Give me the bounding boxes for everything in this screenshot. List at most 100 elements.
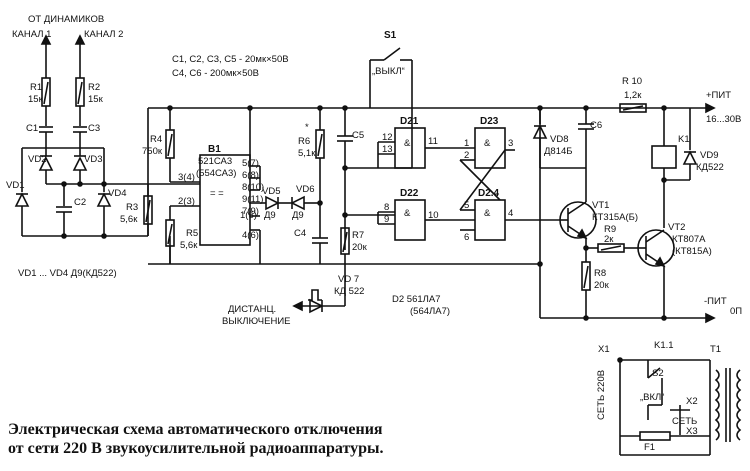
s1-switch — [369, 47, 413, 169]
pin-b1-2: 2(3) — [178, 196, 195, 207]
label-r6: R6 — [298, 136, 310, 147]
pin-d22-10: 10 — [428, 210, 439, 221]
label-r7-value: 20к — [352, 242, 368, 253]
label-r4: R4 — [150, 134, 162, 145]
label-vd5: VD5 — [262, 186, 280, 197]
diagram-caption: Электрическая схема автоматического откл… — [8, 420, 498, 458]
label-pwr-plus: +ПИТ — [706, 90, 731, 101]
label-b1-alt: (554СА3) — [196, 168, 236, 179]
label-r3-value: 5,6к — [120, 214, 138, 225]
label-r5: R5 — [186, 228, 198, 239]
pin-b1-1: 1(5) — [240, 210, 257, 221]
label-pwr-minus: -ПИТ — [704, 296, 727, 307]
vd8-c6 — [532, 108, 594, 169]
label-s2: S2 — [652, 368, 664, 379]
label-net: СЕТЬ 220В — [596, 370, 607, 420]
label-cap-spec1: C1, C2, C3, C5 - 20мк×50В — [172, 54, 289, 65]
gate-d22 — [377, 199, 440, 241]
pin-d22-9: 9 — [384, 214, 389, 225]
label-vd7-value: КД 522 — [334, 286, 364, 297]
label-r1-value: 15к — [28, 94, 44, 105]
label-vd8: VD8 — [550, 134, 568, 145]
label-vt2-alt: (КТ815А) — [672, 246, 712, 257]
r9-resistor — [586, 243, 640, 253]
pin-d24-6: 6 — [464, 232, 469, 243]
label-d22-amp: & — [404, 208, 411, 219]
label-c6: C6 — [590, 120, 602, 131]
pin-d21-11: 11 — [428, 136, 438, 147]
pin-b1-3: 3(4) — [178, 172, 195, 183]
label-set: СЕТЬ — [672, 416, 697, 427]
label-vd6-value: Д9 — [292, 210, 304, 221]
label-from-speakers: ОТ ДИНАМИКОВ — [28, 14, 104, 25]
gate-d21 — [377, 127, 440, 169]
label-vd5-value: Д9 — [264, 210, 276, 221]
label-r1: R1 — [30, 82, 42, 93]
label-remote-2: ВЫКЛЮЧЕНИЕ — [222, 316, 291, 327]
label-r9: R9 — [604, 224, 616, 235]
input-wiring — [14, 34, 148, 239]
label-x1: X1 — [598, 344, 610, 355]
pin-d22-8: 8 — [384, 202, 389, 213]
label-d24-amp: & — [484, 208, 491, 219]
label-vd1: VD1 — [6, 180, 24, 191]
label-vd3: VD3 — [84, 154, 102, 165]
label-star: * — [305, 122, 309, 133]
label-r8-value: 20к — [594, 280, 610, 291]
r4-resistor — [165, 108, 200, 183]
label-vd8-value: Д814Б — [544, 146, 573, 157]
label-pwr-v: 16...30В — [706, 114, 741, 125]
label-r3: R3 — [126, 202, 138, 213]
label-s1: S1 — [384, 30, 397, 41]
r8-resistor — [581, 261, 591, 318]
mains-section — [617, 357, 742, 456]
pin-b1-9: 9(11) — [242, 194, 263, 205]
label-b1: B1 — [208, 144, 221, 155]
label-b1-eq: = = — [210, 188, 224, 199]
pin-d23-1: 1 — [464, 138, 469, 149]
b1-comparator — [148, 108, 261, 264]
pin-d24-4: 4 — [508, 208, 513, 219]
pin-b1-5: 5(7) — [242, 158, 259, 169]
label-x2: X2 — [686, 396, 698, 407]
gate-d24 — [440, 149, 560, 241]
label-r7: R7 — [352, 230, 364, 241]
pin-d23-3: 3 — [508, 138, 513, 149]
label-s2-on: „ВКЛ“ — [640, 392, 664, 403]
label-r8: R8 — [594, 268, 606, 279]
label-pwr-zero: 0П — [730, 306, 742, 317]
label-cap-spec2: C4, C6 - 200мк×50В — [172, 68, 259, 79]
label-r10: R 10 — [622, 76, 642, 87]
label-d23-amp: & — [484, 138, 491, 149]
label-r10-value: 1,2к — [624, 90, 642, 101]
label-b1-part: 521СА3 — [198, 156, 232, 167]
pin-b1-7: 7(9) — [242, 206, 259, 217]
label-channel1: КАНАЛ 1 — [12, 29, 51, 40]
label-c3: C3 — [88, 123, 100, 134]
pin-d23-2: 2 — [464, 150, 469, 161]
pin-b1-8: 8(10) — [242, 182, 264, 193]
label-c4: C4 — [294, 228, 306, 239]
label-t1: T1 — [710, 344, 721, 355]
label-r5-value: 5,6к — [180, 240, 198, 251]
label-c5: C5 — [352, 130, 364, 141]
vt2-transistor — [637, 229, 675, 318]
label-r2: R2 — [88, 82, 100, 93]
vd7-remote-input — [292, 264, 346, 314]
label-vd2: VD2 — [28, 154, 46, 165]
pin-b1-6: 6(8) — [242, 170, 259, 181]
label-channel2: КАНАЛ 2 — [84, 29, 123, 40]
label-k1: K1 — [678, 134, 690, 145]
label-s1-off: „ВЫКЛ“ — [372, 66, 405, 77]
label-d2-part: D2 561ЛА7 — [392, 294, 441, 305]
r6-c5-c4 — [312, 108, 395, 264]
label-d2-alt: (564ЛА7) — [410, 306, 450, 317]
label-d22: D22 — [400, 188, 419, 199]
label-c1: C1 — [26, 123, 38, 134]
pin-b1-4: 4(6) — [242, 230, 259, 241]
r3-resistor — [143, 184, 153, 236]
label-r9-value: 2к — [604, 234, 614, 245]
label-vd9-value: КД522 — [696, 162, 724, 173]
label-remote-1: ДИСТАНЦ. — [228, 304, 276, 315]
